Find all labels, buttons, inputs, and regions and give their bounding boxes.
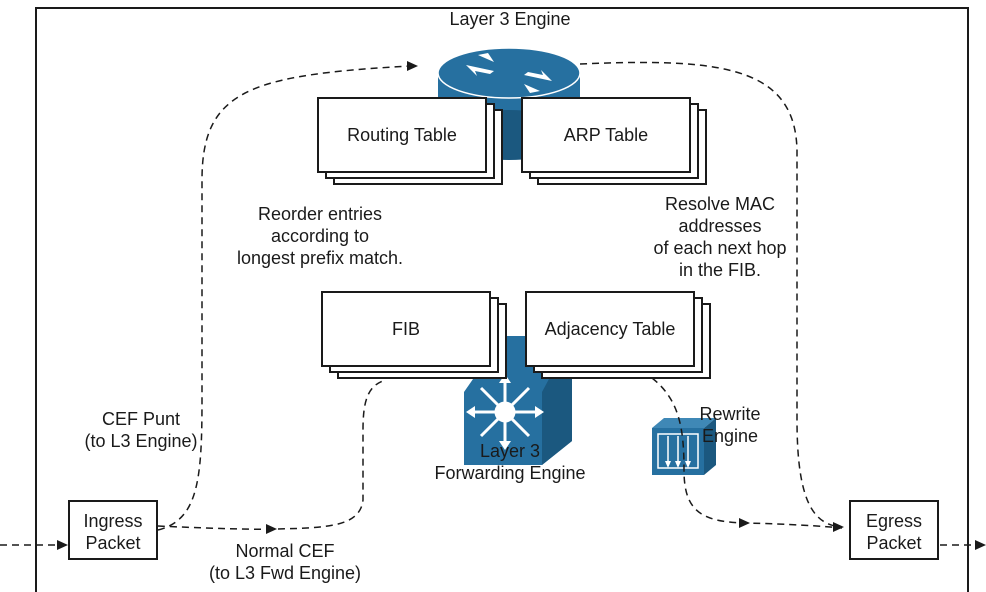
diagram-frame: [35, 7, 969, 592]
egress-packet-line1: Egress: [865, 511, 923, 531]
resolve-note-line4: in the FIB.: [678, 260, 762, 280]
reorder-note-line3: longest prefix match.: [236, 248, 404, 268]
resolve-note-line1: Resolve MAC: [664, 194, 776, 214]
adjacency-table-box: Adjacency Table: [525, 291, 695, 367]
cef-punt-line1: CEF Punt: [101, 409, 181, 429]
reorder-note-line2: according to: [270, 226, 370, 246]
rewrite-engine-line1: Rewrite: [699, 404, 761, 424]
rewrite-engine-icon: [652, 418, 716, 475]
layer3-engine-label: Layer 3 Engine: [449, 9, 571, 29]
routing-table-box: Routing Table: [317, 97, 487, 173]
fib-box: FIB: [321, 291, 491, 367]
ingress-packet-box: Ingress Packet: [68, 500, 158, 560]
ingress-packet-line2: Packet: [85, 533, 141, 553]
resolve-note-line3: of each next hop: [653, 238, 787, 258]
egress-packet-box: Egress Packet: [849, 500, 939, 560]
fib-label: FIB: [391, 319, 420, 339]
normal-cef-line2: (to L3 Fwd Engine): [208, 563, 362, 583]
egress-packet-line2: Packet: [866, 533, 922, 553]
normal-cef-line1: Normal CEF: [235, 541, 335, 561]
arp-table-box: ARP Table: [521, 97, 691, 173]
arp-table-label: ARP Table: [563, 125, 649, 145]
l3-engine-to-egress-path: [579, 61, 843, 528]
cef-punt-path: [157, 65, 411, 531]
ingress-packet-line1: Ingress: [83, 511, 143, 531]
cef-punt-line2: (to L3 Engine): [84, 431, 198, 451]
rewrite-engine-line2: Engine: [701, 426, 759, 446]
l3-forwarding-engine-line1: Layer 3: [479, 441, 541, 461]
l3-forwarding-engine-line2: Forwarding Engine: [434, 463, 586, 483]
normal-cef-path: [157, 379, 387, 531]
adjacency-table-label: Adjacency Table: [544, 319, 676, 339]
resolve-note-line2: addresses: [678, 216, 762, 236]
reorder-note-line1: Reorder entries: [257, 204, 383, 224]
routing-table-label: Routing Table: [347, 125, 457, 145]
